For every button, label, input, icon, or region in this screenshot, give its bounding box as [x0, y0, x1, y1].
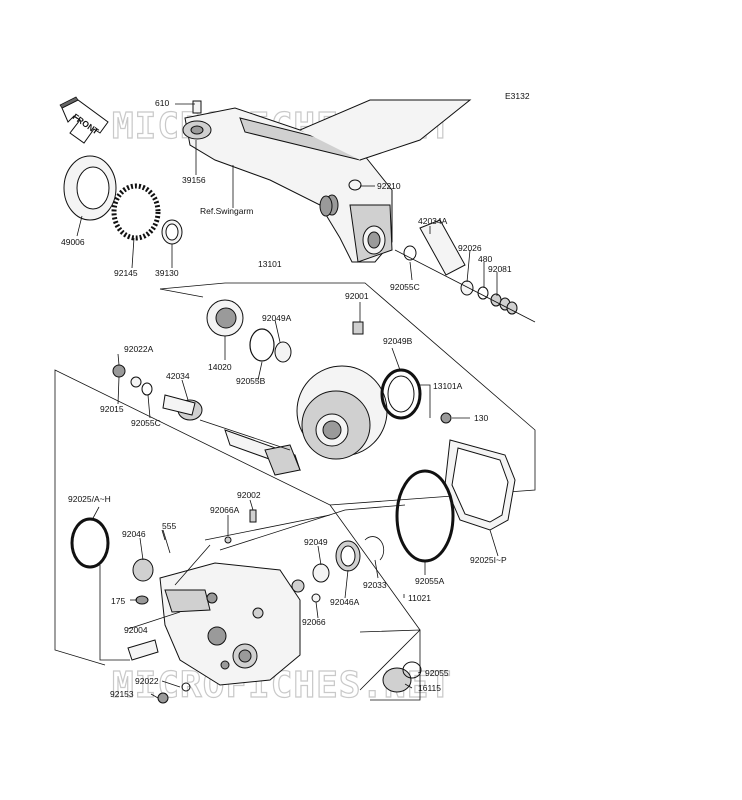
gear-cover-plate	[395, 439, 516, 563]
label-92022A: 92022A	[124, 344, 154, 354]
label-92055C-top: 92055C	[390, 282, 420, 292]
label-175: 175	[111, 596, 125, 606]
driveshaft-group	[319, 179, 536, 323]
label-16115: 16115	[418, 683, 441, 693]
label-92022: 92022	[135, 676, 159, 686]
leader-lines	[76, 103, 499, 699]
label-92025I-P: 92025I~P	[470, 555, 507, 565]
label-92046A: 92046A	[330, 597, 360, 607]
label-92210: 92210	[377, 181, 401, 191]
label-92026: 92026	[458, 243, 482, 253]
label-13101: 13101	[258, 259, 282, 269]
label-92001: 92001	[345, 291, 369, 301]
label-92002: 92002	[237, 490, 261, 500]
label-130: 130	[474, 413, 488, 423]
label-92004: 92004	[124, 625, 148, 635]
pinion-group	[112, 364, 452, 476]
label-92025-A-H: 92025/A~H	[68, 494, 111, 504]
label-92066: 92066	[302, 617, 326, 627]
label-92049: 92049	[304, 537, 328, 547]
label-11021: 11021	[408, 593, 431, 603]
boot-group	[63, 155, 183, 245]
label-92055C: 92055C	[131, 418, 161, 428]
label-14020: 14020	[208, 362, 232, 372]
ring-gear-13101A	[296, 365, 422, 460]
final-gear-case	[127, 562, 301, 686]
label-39130: 39130	[155, 268, 179, 278]
label-13101A: 13101A	[433, 381, 463, 391]
label-92033: 92033	[363, 580, 387, 590]
upper-seal-group	[206, 299, 364, 363]
label-49006: 49006	[61, 237, 85, 247]
label-480: 480	[478, 254, 492, 264]
swingarm-drawing	[182, 99, 472, 263]
label-39156: 39156	[182, 175, 206, 185]
label-92066A: 92066A	[210, 505, 240, 515]
lower-left-parts	[70, 509, 257, 704]
label-92145: 92145	[114, 268, 138, 278]
diagram-code: E3132	[505, 91, 530, 101]
part-labels: 610 39156 92210 49006 92145 39130 42034A…	[61, 98, 512, 699]
label-92046: 92046	[122, 529, 146, 539]
label-92015: 92015	[100, 404, 124, 414]
assembly-frame-13101	[54, 282, 536, 666]
label-92049A: 92049A	[262, 313, 292, 323]
label-92055B: 92055B	[236, 376, 266, 386]
label-42034: 42034	[166, 371, 190, 381]
label-610: 610	[155, 98, 169, 108]
cap-16115	[382, 661, 422, 693]
label-92055: 92055	[425, 668, 449, 678]
label-555: 555	[162, 521, 176, 531]
label-92153: 92153	[110, 689, 134, 699]
label-92055A: 92055A	[415, 576, 445, 586]
ref-swingarm-label: Ref.Swingarm	[200, 206, 253, 216]
label-42034A: 42034A	[418, 216, 448, 226]
label-92049B: 92049B	[383, 336, 413, 346]
label-92081: 92081	[488, 264, 512, 274]
front-arrow-icon: FRONT	[59, 96, 109, 144]
